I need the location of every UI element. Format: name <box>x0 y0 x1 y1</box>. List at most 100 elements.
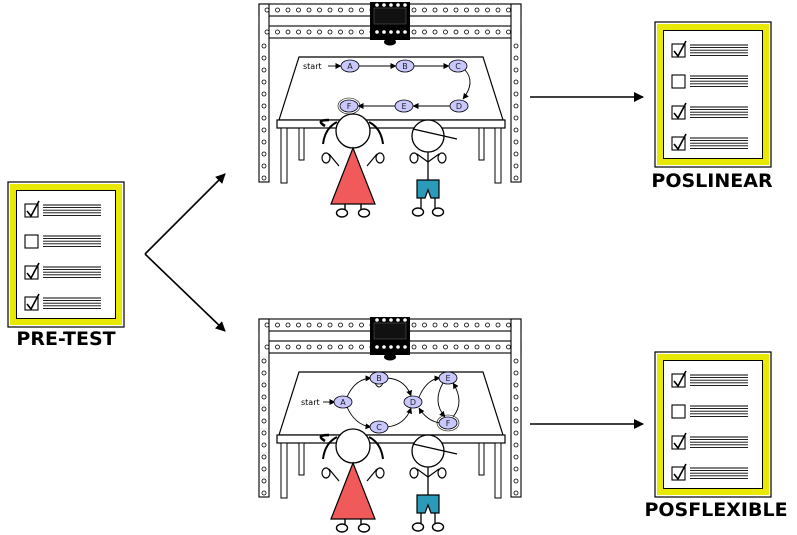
frame-hole <box>382 3 386 7</box>
linear-graph: start A B C D E F <box>303 59 471 115</box>
frame-hole <box>464 7 469 13</box>
node-b: B <box>395 59 415 73</box>
frame-hole <box>403 318 407 322</box>
frame-hole <box>275 344 280 350</box>
frame-hole <box>285 344 291 350</box>
frame-hole <box>453 7 459 13</box>
camera-lens-icon <box>384 353 396 361</box>
frame-hole <box>264 7 270 13</box>
checklist-row <box>671 74 748 89</box>
frame-hole <box>261 55 267 61</box>
svg-text:F: F <box>347 102 352 111</box>
node-f: F <box>436 414 460 432</box>
frame-hole <box>348 7 354 13</box>
camera-lens-icon <box>384 38 396 46</box>
node-e: E <box>394 99 414 113</box>
frame-hole <box>261 151 267 157</box>
check-mark-icon <box>673 463 687 481</box>
frame-hole <box>261 466 267 472</box>
pretest-label: PRE-TEST <box>16 328 115 350</box>
frame-hole <box>261 418 267 424</box>
frame-hole <box>261 490 267 496</box>
frame-hole <box>327 322 333 328</box>
frame-hole <box>506 344 511 350</box>
check-mark-icon <box>673 133 687 151</box>
flexible-graph: start A B C D E F <box>301 371 460 434</box>
frame-hole <box>359 344 364 350</box>
frame-hole <box>513 175 519 181</box>
svg-text:E: E <box>445 374 450 383</box>
checklist-row <box>671 463 748 481</box>
flexible-start-label: start <box>301 398 320 407</box>
node-c: C <box>448 59 468 73</box>
frame-hole <box>485 29 490 35</box>
frame-hole <box>261 43 267 49</box>
checkbox-empty-icon <box>671 404 686 419</box>
frame-hole <box>261 115 267 121</box>
node-f: F <box>337 97 361 115</box>
frame-hole <box>338 344 343 350</box>
frame-hole <box>382 318 386 322</box>
frame-hole <box>261 79 267 85</box>
frame-hole <box>453 322 459 328</box>
frame-hole <box>261 382 267 388</box>
node-c: C <box>369 420 389 434</box>
frame-hole <box>422 7 427 13</box>
frame-hole <box>495 322 501 328</box>
frame-hole <box>264 322 270 328</box>
frame-hole <box>411 29 417 35</box>
frame-hole <box>513 139 519 145</box>
frame-hole <box>396 318 400 322</box>
frame-hole <box>306 344 312 350</box>
frame-hole <box>261 454 267 460</box>
frame-hole <box>403 3 407 7</box>
camera-panel <box>373 7 407 25</box>
frame-hole <box>261 103 267 109</box>
frame-hole <box>432 322 438 328</box>
frame-hole <box>432 344 438 350</box>
frame-hole <box>264 344 270 350</box>
frame-hole <box>275 29 280 35</box>
check-mark-icon <box>26 293 40 311</box>
frame-hole <box>453 344 459 350</box>
boy-figure-icon <box>409 434 458 532</box>
frame-hole <box>411 322 417 328</box>
svg-text:A: A <box>347 62 353 71</box>
checkbox-empty-icon <box>671 74 686 89</box>
frame-hole <box>474 344 480 350</box>
checklist-row <box>671 404 748 419</box>
svg-text:B: B <box>376 374 382 383</box>
frame-hole <box>306 7 312 13</box>
frame-hole <box>306 322 312 328</box>
check-mark-icon <box>673 40 687 58</box>
frame-hole <box>389 318 393 322</box>
linear-condition-scene: start A B C D E F <box>258 2 522 218</box>
frame-hole <box>411 7 417 13</box>
frame-hole <box>338 29 343 35</box>
frame-hole <box>432 7 438 13</box>
frame-hole <box>359 322 364 328</box>
frame-hole <box>317 29 322 35</box>
frame-hole <box>296 7 301 13</box>
frame-hole <box>261 370 267 376</box>
frame-hole <box>485 322 490 328</box>
camera-panel <box>373 322 407 340</box>
frame-hole <box>389 30 393 34</box>
checklist-row <box>24 293 101 311</box>
svg-text:C: C <box>376 423 382 432</box>
frame-hole <box>317 322 322 328</box>
frame-hole <box>261 139 267 145</box>
frame-hole <box>389 3 393 7</box>
frame-hole <box>474 29 480 35</box>
checklist-row <box>671 133 748 151</box>
check-mark-icon <box>26 262 40 280</box>
frame-hole <box>261 91 267 97</box>
frame-hole <box>375 345 379 349</box>
girl-figure-icon <box>319 428 385 533</box>
frame-hole <box>382 345 386 349</box>
frame-hole <box>403 30 407 34</box>
frame-hole <box>513 382 519 388</box>
frame-hole <box>513 67 519 73</box>
frame-hole <box>495 29 501 35</box>
frame-hole <box>513 55 519 61</box>
